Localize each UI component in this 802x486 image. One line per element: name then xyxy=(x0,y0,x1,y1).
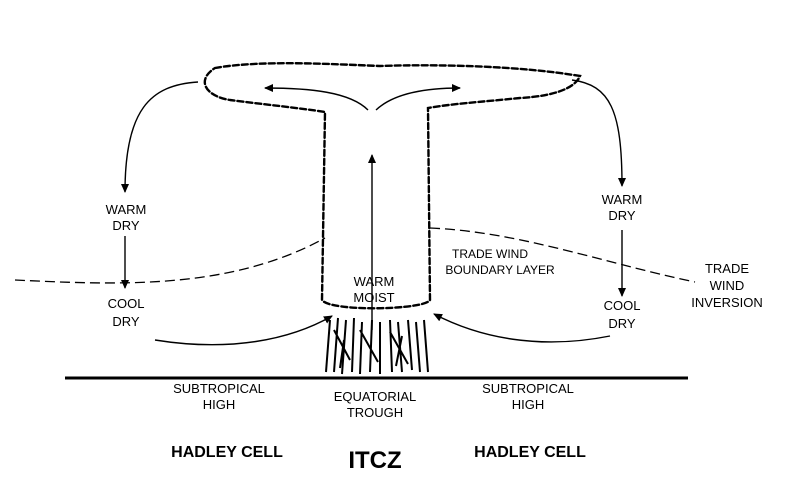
inversion-line-left xyxy=(14,237,326,284)
label-hadley-cell-right: HADLEY CELL xyxy=(474,444,586,461)
label-itcz: ITCZ xyxy=(348,447,401,474)
inversion-line-right xyxy=(429,227,696,283)
label-hadley-cell-left: HADLEY CELL xyxy=(171,444,283,461)
circulation-arrows xyxy=(121,79,626,346)
cumulonimbus-cloud xyxy=(203,62,582,375)
